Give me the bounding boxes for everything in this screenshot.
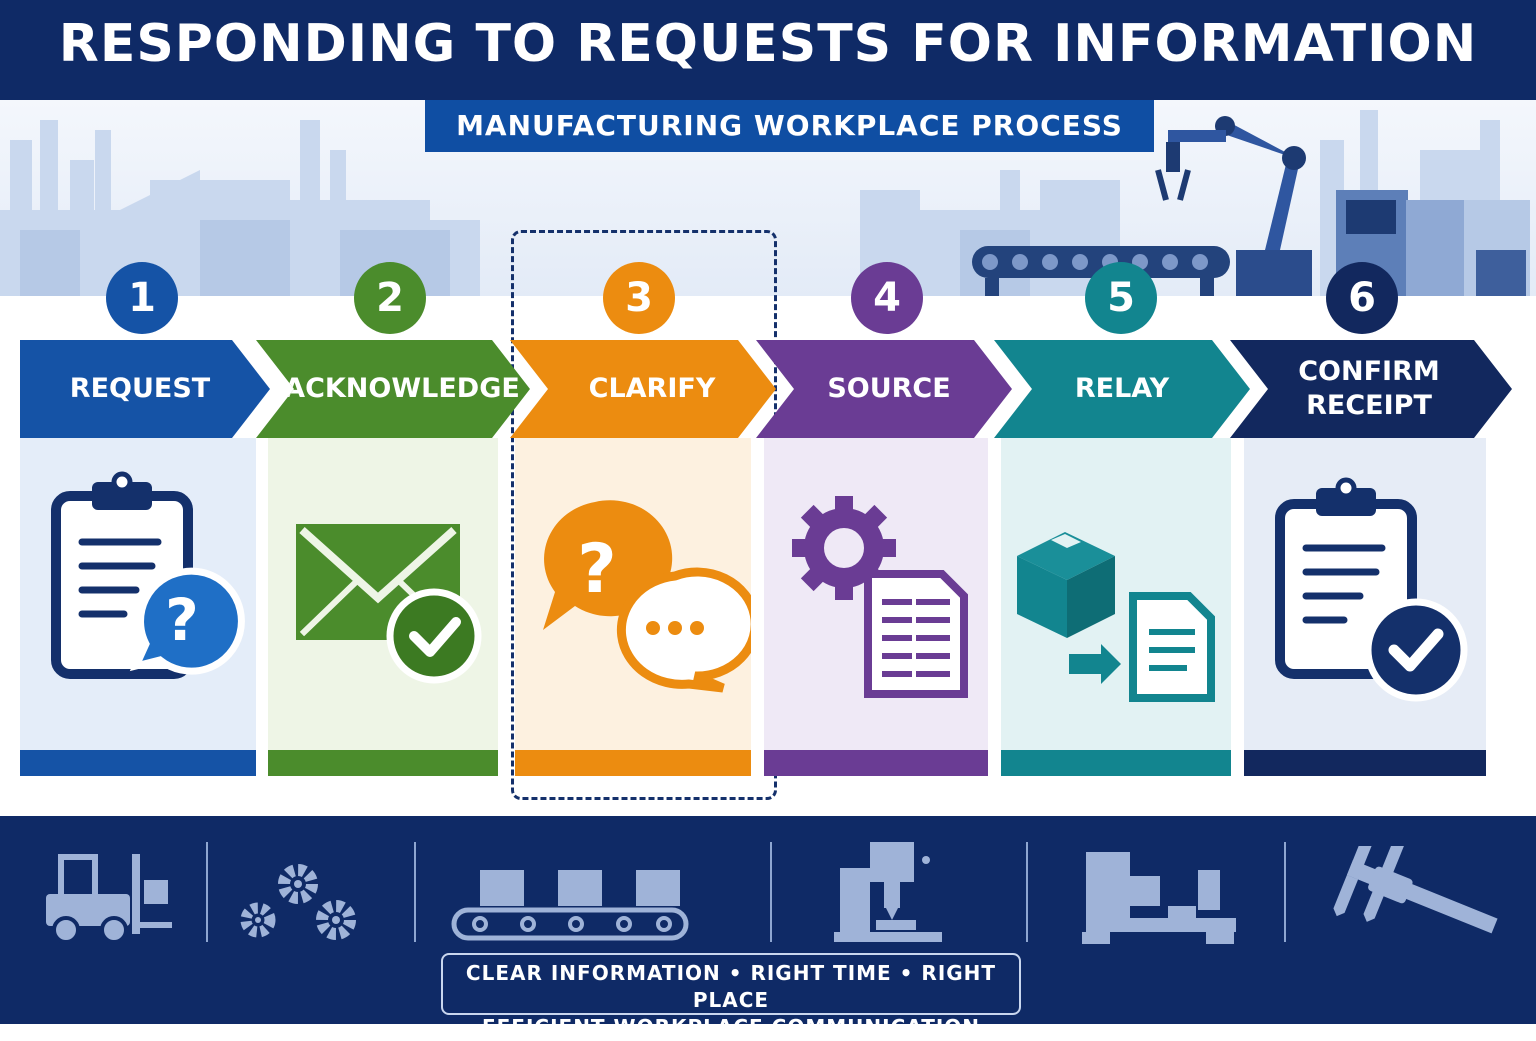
gear-document-icon — [792, 496, 968, 698]
footer-divider — [206, 842, 208, 942]
footer-divider — [1284, 842, 1286, 942]
caliper-icon — [1333, 846, 1498, 934]
footer-tagline: CLEAR INFORMATION • RIGHT TIME • RIGHT P… — [441, 953, 1021, 1039]
step-5-arrow: RELAY — [994, 340, 1250, 438]
svg-text:?: ? — [577, 530, 616, 609]
step-6-number: 6 — [1326, 262, 1398, 334]
step-6-panel-bar — [1244, 750, 1486, 776]
step-1-arrow: REQUEST — [20, 340, 270, 438]
page-subtitle: MANUFACTURING WORKPLACE PROCESS — [425, 100, 1154, 152]
gears-icon — [240, 864, 356, 940]
step-2-number: 2 — [354, 262, 426, 334]
step-4-arrow: SOURCE — [756, 340, 1012, 438]
header-bar: RESPONDING TO REQUESTS FOR INFORMATION — [0, 0, 1536, 100]
lathe-icon — [1082, 852, 1236, 944]
step-5-panel-bar — [1001, 750, 1231, 776]
conveyor-boxes-icon — [451, 870, 689, 941]
step-4-panel-bar — [764, 750, 988, 776]
step-6-panel — [1244, 438, 1486, 776]
clipboard-question-icon: ? — [51, 471, 245, 679]
step-6-label-line1: CONFIRM — [1298, 356, 1440, 387]
step-3-arrow: CLARIFY — [510, 340, 776, 438]
step-4-number: 4 — [851, 262, 923, 334]
step-6-label-line2: RECEIPT — [1306, 390, 1432, 421]
step-3-panel-bar — [515, 750, 751, 776]
step-1-number: 1 — [106, 262, 178, 334]
step-2-label: ACKNOWLEDGE — [284, 373, 520, 404]
step-1-panel: ? — [20, 438, 256, 776]
box-document-icon — [1017, 532, 1215, 702]
step-5-panel — [1001, 438, 1231, 776]
step-2-arrow: ACKNOWLEDGE — [256, 340, 530, 438]
footer-divider — [1026, 842, 1028, 942]
page-title: RESPONDING TO REQUESTS FOR INFORMATION — [58, 14, 1478, 74]
step-5-label: RELAY — [1074, 373, 1170, 404]
step-1-panel-bar — [20, 750, 256, 776]
footer-divider — [770, 842, 772, 942]
step-2-panel-bar — [268, 750, 498, 776]
envelope-check-icon — [296, 524, 482, 684]
forklift-icon — [46, 854, 172, 944]
step-4-panel — [764, 438, 988, 776]
tagline-line-2: EFFICIENT WORKPLACE COMMUNICATION — [481, 1015, 981, 1039]
clipboard-check-icon — [1275, 477, 1468, 702]
step-3-panel: ? — [515, 438, 751, 776]
tagline-line-1: CLEAR INFORMATION • RIGHT TIME • RIGHT P… — [465, 961, 997, 1012]
step-3-number: 3 — [603, 262, 675, 334]
step-6-arrow: CONFIRM RECEIPT — [1230, 340, 1512, 438]
step-4-label: SOURCE — [827, 373, 951, 404]
drill-press-icon — [834, 842, 942, 942]
step-1-label: REQUEST — [69, 373, 211, 404]
step-3-label: CLARIFY — [588, 373, 716, 404]
chat-question-icon: ? — [543, 500, 751, 693]
step-2-panel — [268, 438, 498, 776]
step-5-number: 5 — [1085, 262, 1157, 334]
footer-divider — [414, 842, 416, 942]
svg-text:?: ? — [165, 586, 199, 654]
